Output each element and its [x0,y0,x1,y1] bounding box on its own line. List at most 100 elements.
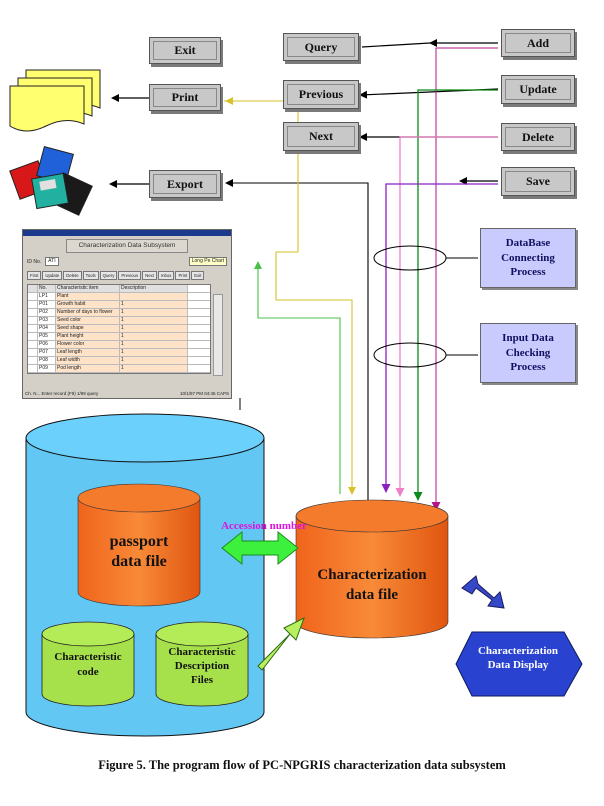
grid-cell: 1 [120,333,188,340]
window-titlebar [23,230,231,236]
grid-cell: Flower color [56,341,120,348]
characterization-cylinder [295,499,449,639]
row-marker [28,301,38,308]
window-toolbar-button[interactable]: Tools [82,271,99,280]
previous-button[interactable]: Previous [283,80,359,109]
flow-magenta-add [431,47,498,511]
field-name[interactable]: Long Pe Chart [188,257,227,266]
window-status: Ch. N... Enter record (F9) 1/99 query 10… [25,391,229,396]
window-toolbar-button[interactable]: Delete [63,271,82,280]
flow-green-file [254,261,341,494]
grid-cell: P03 [38,317,56,324]
grid-cell: 1 [120,365,188,372]
field-id[interactable]: ATI [45,257,59,266]
flow-black-export [225,179,369,500]
status-left: Ch. N... Enter record (F9) 1/99 query [25,391,99,396]
paper-stack-icon [9,69,101,132]
row-marker [28,333,38,340]
next-button[interactable]: Next [283,122,359,151]
delete-button[interactable]: Delete [501,123,575,151]
window-toolbar-button[interactable]: Next [142,271,157,280]
save-button[interactable]: Save [501,167,575,196]
grid-cell: P04 [38,325,56,332]
accession-arrow [221,530,299,566]
window-toolbar-button[interactable]: Query [99,271,118,280]
window-toolbar-button[interactable]: First [27,271,42,280]
row-marker [28,357,38,364]
desc-to-char-arrow [257,616,305,671]
char-code-label: Characteristic code [54,651,122,679]
floppy-disks-icon [9,146,93,216]
row-marker [28,317,38,324]
grid-cell: Pod length [56,365,120,372]
print-button[interactable]: Print [149,84,221,111]
window-toolbar-button[interactable]: Previous [118,271,142,280]
grid-cell: 1 [120,301,188,308]
grid-cell: P09 [38,365,56,372]
grid-cell: Plant height [56,333,120,340]
char-desc-cylinder [155,621,249,707]
display-arrow [461,575,505,609]
grid-cell: P07 [38,349,56,356]
window-toolbar-button[interactable]: Print [175,271,191,280]
grid-cell: P08 [38,357,56,364]
field-label: ID No. [27,258,42,265]
window-toolbar-button[interactable]: Update [42,271,63,280]
grid-cell: P06 [38,341,56,348]
window-fields: ID No. ATI Long Pe Chart [27,257,227,266]
query-button[interactable]: Query [283,33,359,61]
grid-cell: No. [38,285,56,292]
display-label: Characterization Data Display [477,645,559,672]
export-button[interactable]: Export [149,170,221,198]
row-marker [28,341,38,348]
grid-cell: P02 [38,309,56,316]
row-marker [28,293,38,300]
grid-cell: P01 [38,301,56,308]
passport-cylinder [77,483,201,607]
window-heading: Characterization Data Subsystem [66,239,188,253]
passport-label: passport data file [109,533,169,570]
char-file-label: Characterization data file [317,567,427,603]
status-right: 10/1/97 PM 04:45 CAPS [179,391,229,396]
input-check-ellipse [373,342,447,368]
display-shape [455,631,583,697]
exit-button[interactable]: Exit [149,37,221,64]
char-code-cylinder [41,621,135,707]
update-button[interactable]: Update [501,75,575,104]
grid-cell: 1 [120,357,188,364]
row-marker [28,309,38,316]
arrow-query-link [361,42,431,48]
grid-cell: 1 [120,341,188,348]
grid-cell: 1 [120,317,188,324]
grid-cell: Characteristic item [56,285,120,292]
flow-purple-save [381,183,498,493]
window-toolbar-button[interactable]: Exit [191,271,205,280]
window-toolbar-button[interactable]: Inbox [157,271,175,280]
char-desc-label: Characteristic Description Files [168,646,236,686]
grid-cell: 1 [120,325,188,332]
window-scrollbar[interactable] [213,294,223,376]
row-marker [28,349,38,356]
grid-cell: Leaf length [56,349,120,356]
flow-darkgreen-update [413,89,498,501]
add-button[interactable]: Add [501,29,575,57]
grid-cell: LP1 [38,293,56,300]
grid-cell: P05 [38,333,56,340]
grid-cell: Seed shape [56,325,120,332]
grid-cell: Leaf width [56,357,120,364]
grid-cell: 1 [120,309,188,316]
flow-pink-delete [395,136,498,497]
